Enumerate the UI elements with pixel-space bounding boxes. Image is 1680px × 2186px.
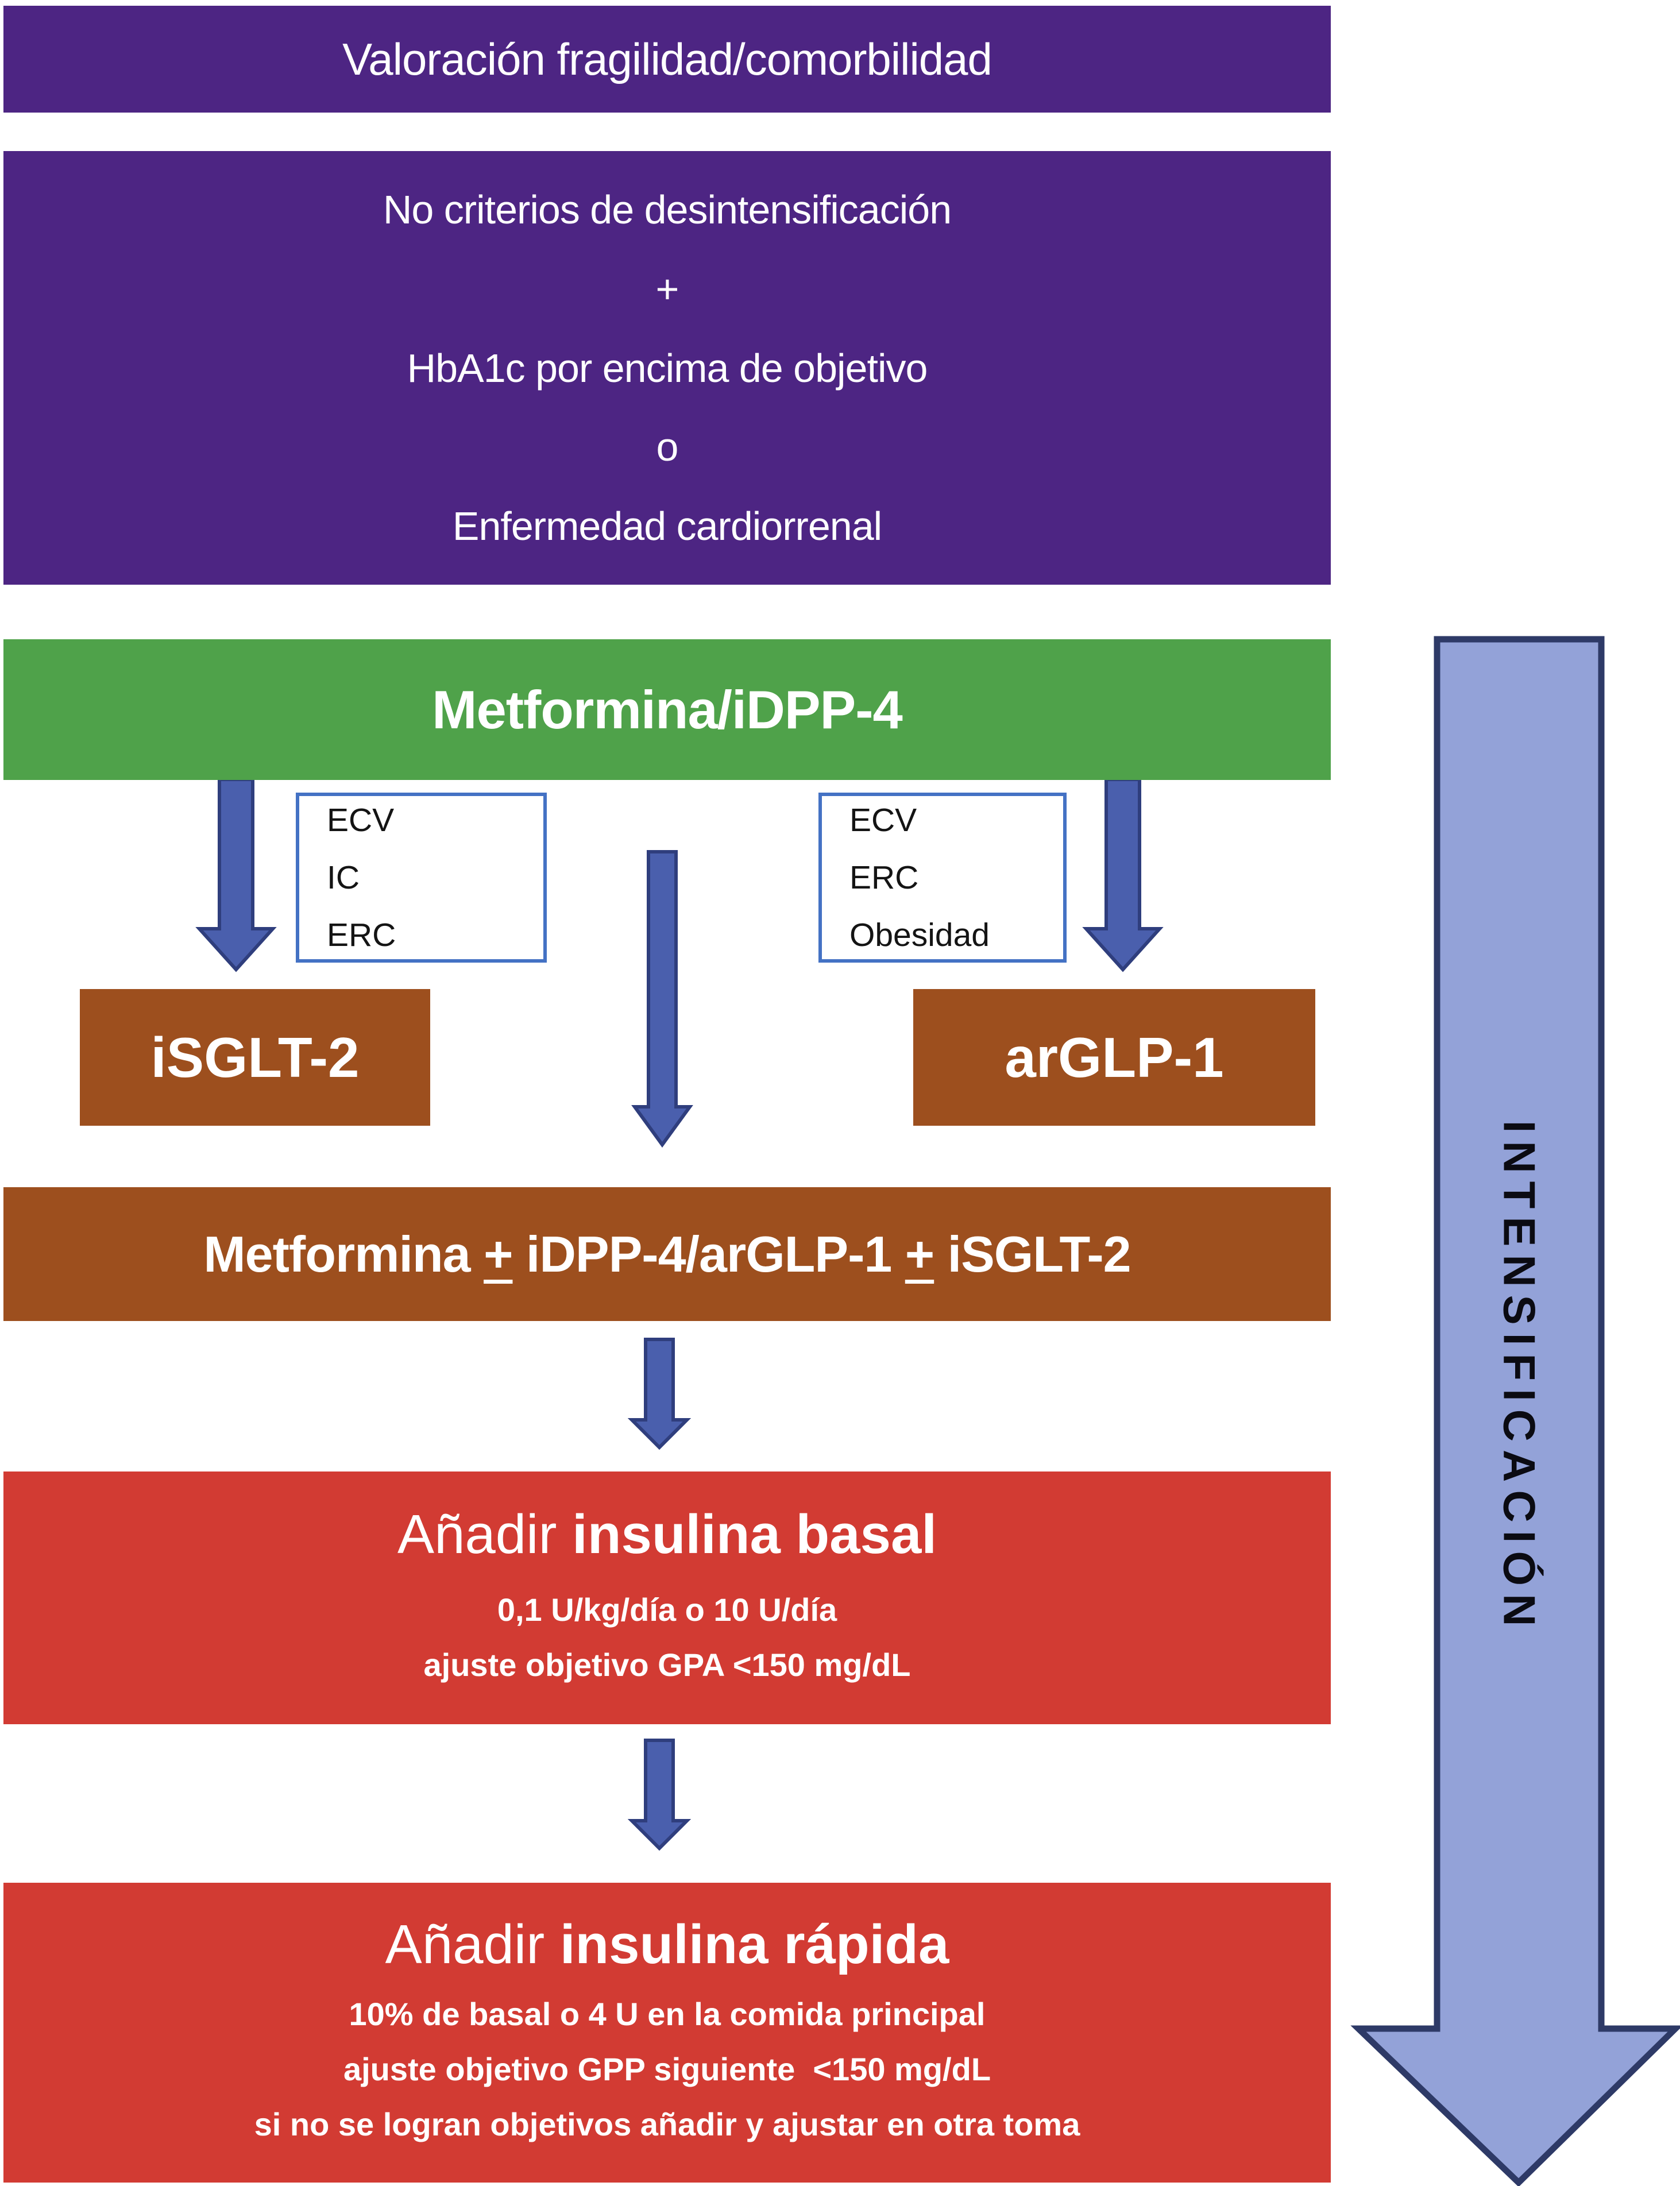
down-arrow-to-basal (627, 1338, 692, 1450)
basal-title-normal: Añadir (397, 1504, 573, 1565)
indication-line: IC (327, 859, 360, 896)
plus-minus-sign: + (484, 1225, 513, 1283)
isglt2-box: iSGLT-2 (80, 989, 430, 1126)
basal-subline: ajuste objetivo GPA <150 mg/dL (423, 1647, 911, 1683)
rapid-subline: ajuste objetivo GPP siguiente <150 mg/dL (343, 2051, 991, 2087)
metformin-idpp4-text: Metformina/iDPP-4 (432, 679, 903, 740)
criteria-line: o (656, 424, 679, 470)
down-arrow-to-arglp1 (1082, 778, 1164, 972)
basal-title-bold: insulina basal (572, 1504, 937, 1565)
combo-part: Metformina (203, 1225, 484, 1283)
isglt2-text: iSGLT-2 (150, 1025, 360, 1089)
combo-part: iSGLT-2 (934, 1225, 1131, 1283)
down-arrow-to-rapid (627, 1739, 692, 1851)
criteria-line: Enfermedad cardiorrenal (452, 504, 882, 549)
indication-line: Obesidad (849, 917, 990, 953)
combo-part: iDPP-4/arGLP-1 (512, 1225, 905, 1283)
criteria-box: No criterios de desintensificación + HbA… (3, 151, 1331, 585)
arglp1-text: arGLP-1 (1005, 1025, 1224, 1089)
down-arrow-to-isglt2 (195, 778, 277, 972)
arglp1-box: arGLP-1 (913, 989, 1315, 1126)
basal-insulin-title: Añadir insulina basal (397, 1503, 937, 1566)
assessment-text: Valoración fragilidad/comorbilidad (342, 33, 992, 84)
assessment-box: Valoración fragilidad/comorbilidad (3, 6, 1331, 113)
criteria-line: + (655, 266, 679, 311)
basal-insulin-box: Añadir insulina basal 0,1 U/kg/día o 10 … (3, 1472, 1331, 1724)
rapid-insulin-box: Añadir insulina rápida 10% de basal o 4 … (3, 1883, 1331, 2183)
rapid-title-normal: Añadir (385, 1914, 560, 1975)
intensification-arrow (1350, 636, 1680, 2186)
combo-therapy-box: Metformina + iDPP-4/arGLP-1 + iSGLT-2 (3, 1187, 1331, 1321)
rapid-subline: 10% de basal o 4 U en la comida principa… (349, 1996, 986, 2032)
left-indications-box: ECV IC ERC (296, 793, 547, 963)
down-arrow-to-combo (631, 850, 693, 1148)
rapid-title-bold: insulina rápida (559, 1914, 949, 1975)
metformin-idpp4-box: Metformina/iDPP-4 (3, 639, 1331, 780)
criteria-line: HbA1c por encima de objetivo (407, 345, 928, 391)
indication-line: ECV (849, 802, 917, 839)
plus-minus-sign: + (905, 1225, 934, 1283)
indication-line: ERC (849, 859, 919, 896)
rapid-subline: si no se logran objetivos añadir y ajust… (254, 2106, 1080, 2142)
criteria-line: No criterios de desintensificación (383, 187, 952, 232)
right-indications-box: ECV ERC Obesidad (818, 793, 1067, 963)
indication-line: ECV (327, 802, 395, 839)
basal-subline: 0,1 U/kg/día o 10 U/día (497, 1592, 837, 1628)
rapid-insulin-title: Añadir insulina rápida (385, 1913, 949, 1976)
intensification-label: INTENSIFICACIÓN (1494, 1120, 1545, 1635)
indication-line: ERC (327, 917, 396, 953)
